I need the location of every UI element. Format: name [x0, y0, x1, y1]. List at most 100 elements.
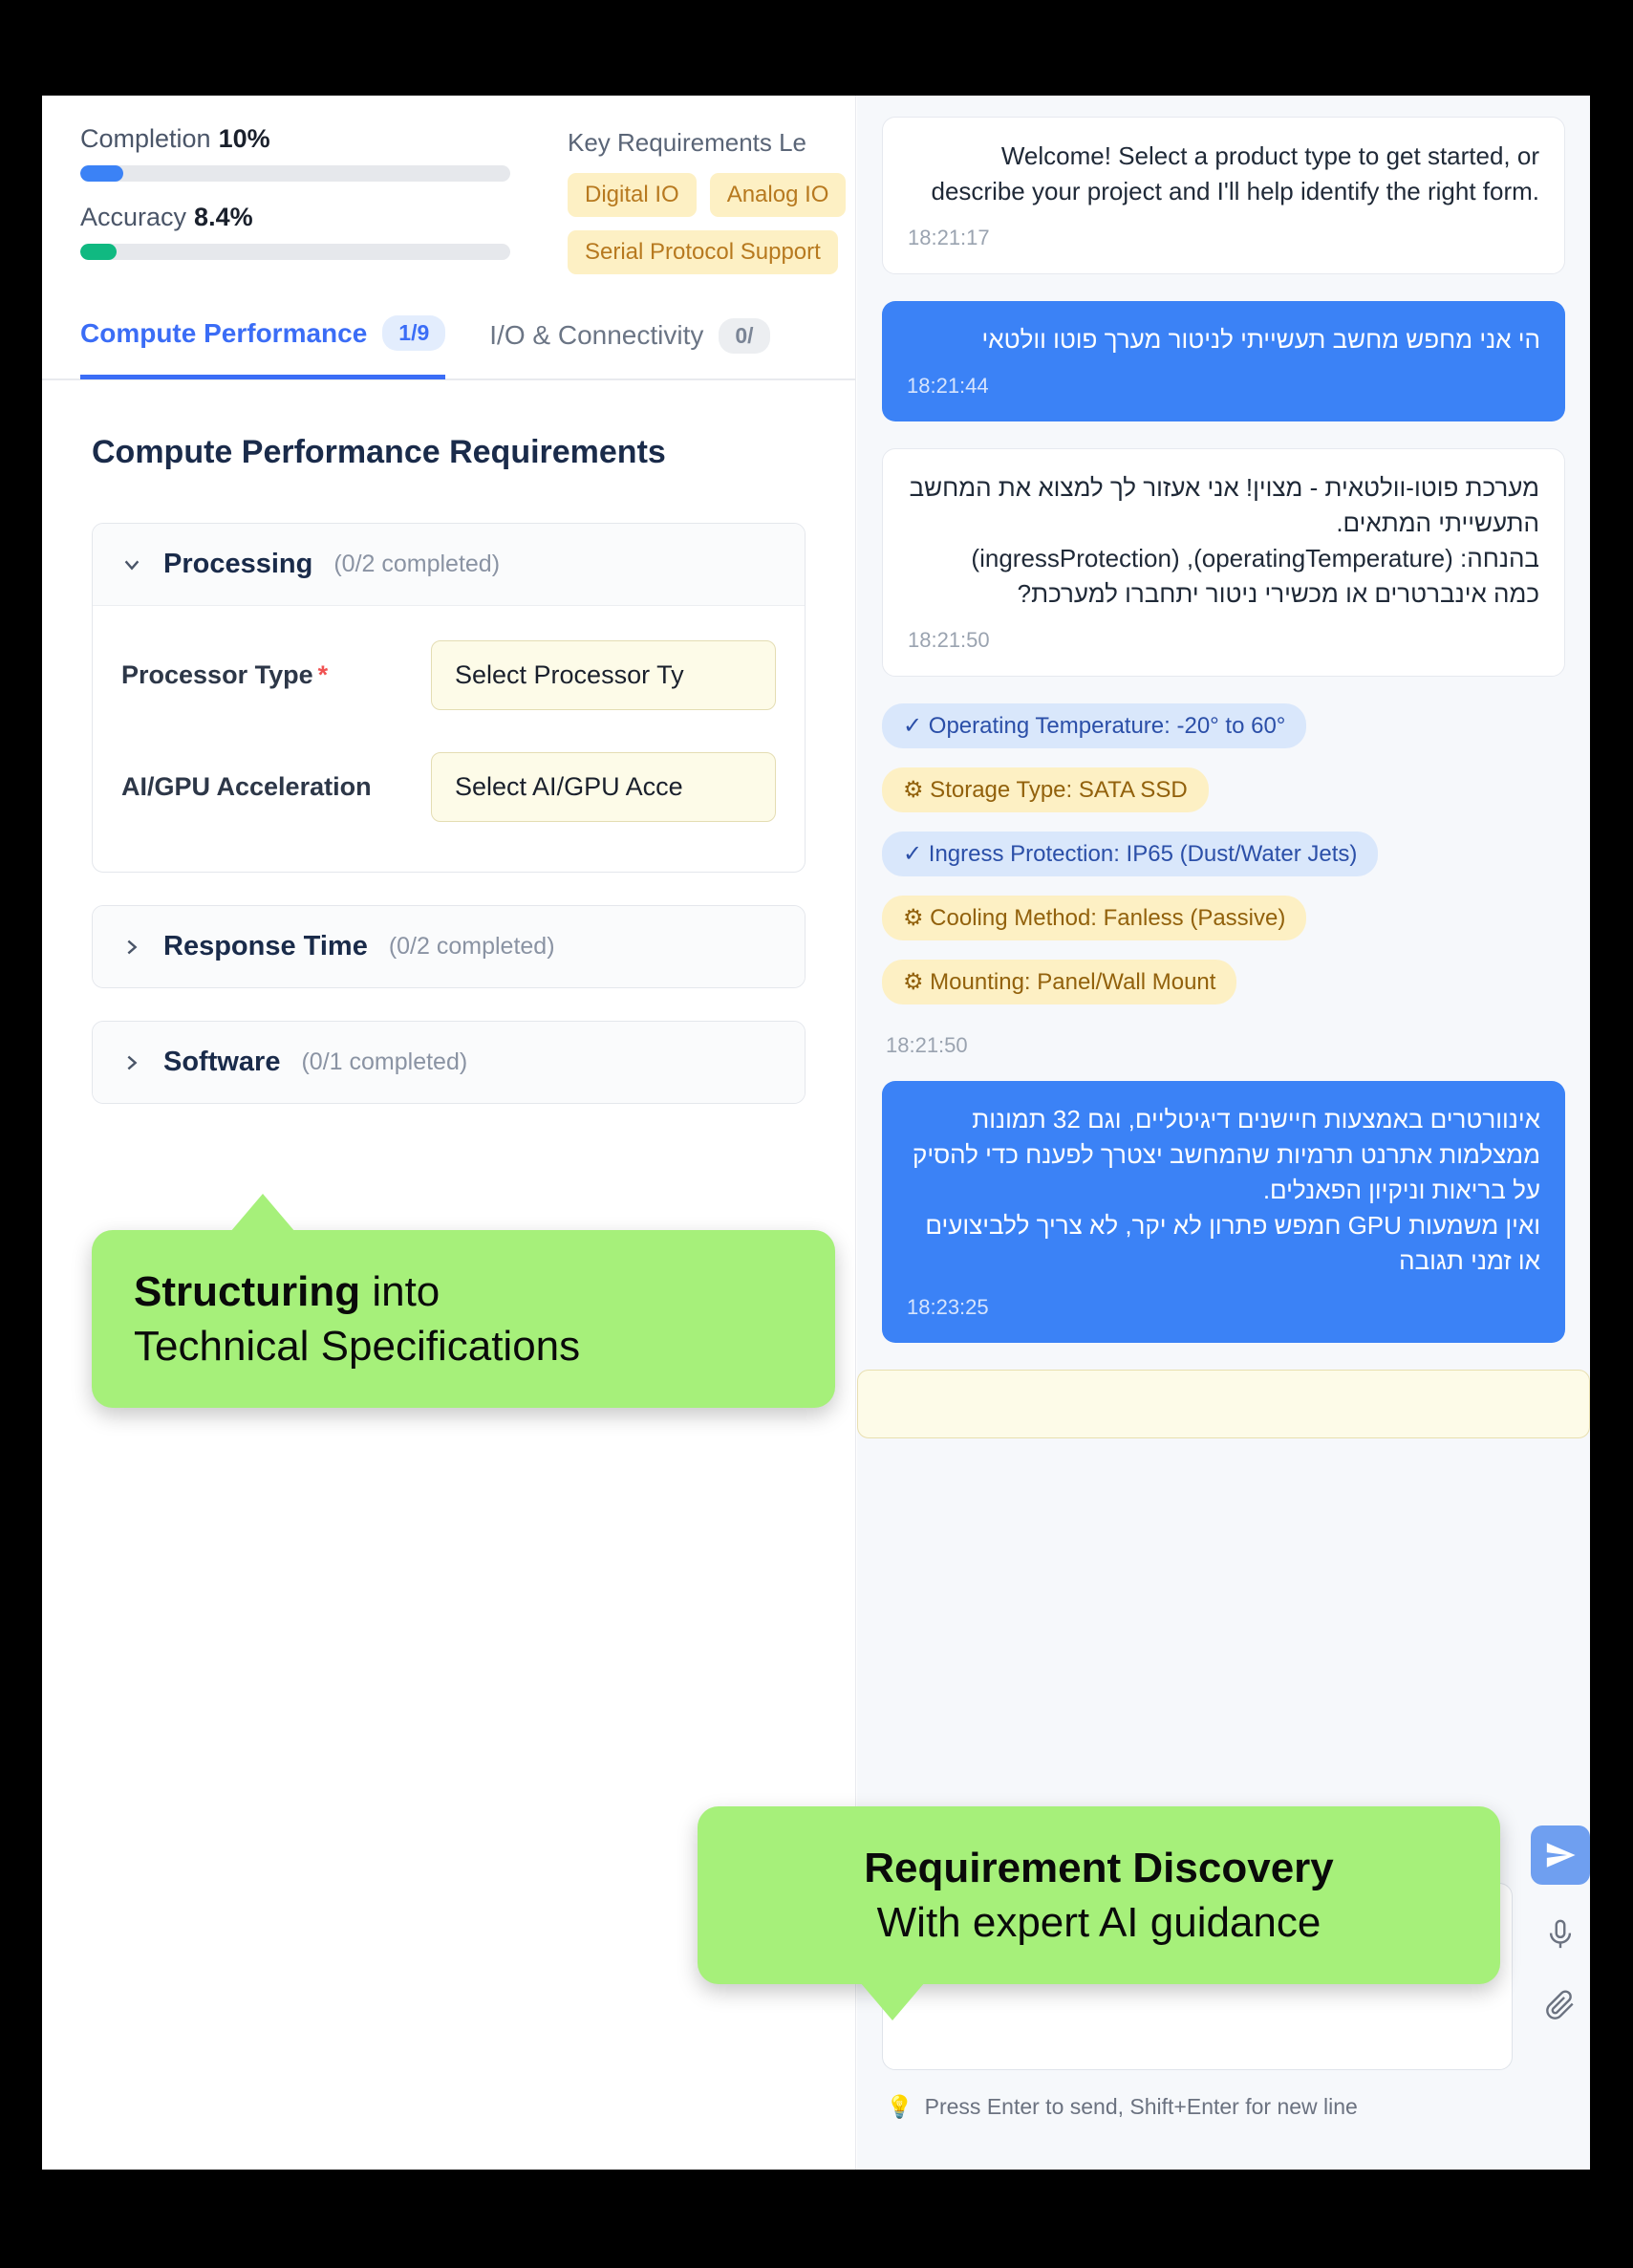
completion-label: Completion — [80, 124, 211, 153]
chat-message-user: הי אני מחפש מחשב תעשייתי לניטור מערך פוט… — [882, 301, 1565, 422]
message-text: מערכת פוטו-וולטאית - מצוין! אני אעזור לך… — [909, 473, 1539, 538]
chevron-right-icon — [121, 937, 142, 958]
key-requirement-chip[interactable]: Analog IO — [709, 173, 847, 217]
callout-structuring-line1: Structuring into — [134, 1264, 793, 1319]
requirement-section: Processing(0/2 completed)Processor Type*… — [92, 523, 806, 873]
extracted-requirement-chip[interactable]: ✓ Operating Temperature: -20° to 60° — [882, 703, 1307, 749]
accuracy-progress-fill — [80, 244, 117, 260]
tab-i-o-connectivity[interactable]: I/O & Connectivity 0/ — [489, 292, 770, 379]
category-tabs[interactable]: Compute Performance 1/9 I/O & Connectivity… — [42, 292, 855, 380]
key-requirement-chip[interactable]: Digital IO — [568, 173, 697, 217]
accuracy-value: 8.4% — [194, 203, 253, 231]
message-text: כמה אינברטרים או מכשירי ניטור יתחברו למע… — [1017, 578, 1539, 608]
required-asterisk: * — [317, 660, 329, 689]
extracted-requirement-chip[interactable]: ✓ Ingress Protection: IP65 (Dust/Water J… — [882, 832, 1379, 877]
callout-structuring-line2: Technical Specifications — [134, 1323, 581, 1371]
tab-label: I/O & Connectivity — [489, 320, 704, 350]
section-progress: (0/2 completed) — [333, 551, 501, 577]
section-name: Software — [163, 1047, 281, 1077]
composer-hint-text: Press Enter to send, Shift+Enter for new… — [924, 2094, 1358, 2119]
section-progress: (0/2 completed) — [388, 933, 555, 960]
section-header-processing[interactable]: Processing (0/2 completed) — [93, 524, 805, 606]
chevron-right-icon — [121, 1052, 142, 1073]
requirement-section: Response Time (0/2 completed) — [92, 905, 806, 988]
accuracy-progress-track — [80, 244, 510, 260]
completion-progress-track — [80, 165, 510, 182]
message-text: אינוורטרים באמצעות חיישנים דיגיטליים, וג… — [913, 1105, 1540, 1204]
section-name: Processing — [163, 549, 313, 579]
form-field-row: Processor Type*Select Processor Ty — [121, 619, 776, 731]
callout-structuring-bold: Structuring — [134, 1268, 361, 1315]
chat-message-user: אינוורטרים באמצעות חיישנים דיגיטליים, וג… — [882, 1081, 1565, 1343]
chat-message-ai: מערכת פוטו-וולטאית - מצוין! אני אעזור לך… — [882, 448, 1565, 678]
message-text: ואין משמעות GPU חמפש פתרון לא יקר, לא צר… — [925, 1210, 1540, 1275]
message-timestamp: 18:23:25 — [907, 1294, 989, 1319]
callout-structuring-rest: into — [360, 1268, 440, 1315]
section-name: Response Time — [163, 931, 368, 961]
tab-compute-performance[interactable]: Compute Performance 1/9 — [80, 292, 446, 379]
message-bubble: מערכת פוטו-וולטאית - מצוין! אני אעזור לך… — [882, 448, 1565, 678]
chevron-down-icon — [121, 554, 142, 575]
message-timestamp: 18:21:44 — [907, 373, 989, 398]
message-bubble: Welcome! Select a product type to get st… — [882, 117, 1565, 275]
section-header-response-time[interactable]: Response Time (0/2 completed) — [93, 906, 805, 987]
chat-message-list[interactable]: Welcome! Select a product type to get st… — [857, 96, 1590, 1343]
form-field-row: AI/GPU Acceleration Select AI/GPU Acce — [121, 731, 776, 843]
send-icon[interactable] — [1531, 1825, 1590, 1885]
extracted-requirement-row: ✓ Operating Temperature: -20° to 60° — [882, 703, 1565, 767]
accuracy-label: Accuracy — [80, 203, 187, 231]
section-header-software[interactable]: Software (0/1 completed) — [93, 1022, 805, 1103]
composer-actions — [1531, 1825, 1590, 2026]
key-requirements-block: Key Requirements Le Digital IO Analog IO S… — [568, 124, 847, 281]
extracted-requirement-row: ⚙ Cooling Method: Fanless (Passive) — [882, 896, 1565, 960]
tab-label: Compute Performance — [80, 317, 368, 348]
callout-structuring: Structuring into Technical Specification… — [92, 1194, 835, 1409]
message-text: בהנחה: (operatingTemperature), (ingressP… — [971, 544, 1539, 572]
extracted-requirement-chip[interactable]: ⚙ Mounting: Panel/Wall Mount — [882, 960, 1237, 1005]
tab-badge: 0/ — [719, 317, 770, 354]
message-timestamp: 18:21:50 — [908, 627, 990, 652]
key-requirements-title: Key Requirements Le — [568, 128, 807, 157]
extracted-requirement-row: ⚙ Mounting: Panel/Wall Mount — [882, 960, 1565, 1024]
message-timestamp: 18:21:17 — [908, 225, 990, 249]
chat-message-ai: Welcome! Select a product type to get st… — [882, 117, 1565, 275]
lightbulb-icon: 💡 — [886, 2094, 913, 2119]
callout-discovery-line1: Requirement Discovery — [864, 1845, 1334, 1891]
completion-value: 10% — [218, 124, 270, 153]
field-select-ai-gpu-acceleration[interactable]: Select AI/GPU Acce — [431, 752, 776, 822]
tab-badge: 1/9 — [382, 315, 446, 351]
callout-tail — [860, 1982, 925, 2021]
requirement-section: Software (0/1 completed) — [92, 1021, 806, 1104]
extracted-requirement-row: ⚙ Storage Type: SATA SSD — [882, 767, 1565, 832]
page-title: Compute Performance Requirements — [92, 434, 666, 470]
extracted-timestamp: 18:21:50 — [886, 1033, 968, 1058]
extracted-requirement-chip[interactable]: ⚙ Cooling Method: Fanless (Passive) — [882, 896, 1307, 941]
message-text: Welcome! Select a product type to get st… — [931, 141, 1539, 205]
extracted-requirement-row: ✓ Ingress Protection: IP65 (Dust/Water J… — [882, 832, 1565, 896]
paperclip-icon[interactable] — [1539, 1984, 1581, 2026]
message-text: הי אני מחפש מחשב תעשייתי לניטור מערך פוט… — [981, 325, 1540, 355]
callout-requirement-discovery: Requirement Discovery With expert AI gui… — [698, 1806, 1500, 2021]
section-progress: (0/1 completed) — [301, 1048, 468, 1075]
microphone-icon[interactable] — [1539, 1913, 1581, 1955]
callout-tail — [230, 1194, 295, 1232]
key-requirement-chip[interactable]: Serial Protocol Support — [568, 230, 838, 274]
composer-hint: 💡 Press Enter to send, Shift+Enter for n… — [886, 2094, 1358, 2120]
field-label: AI/GPU Acceleration — [121, 772, 372, 801]
requirement-sections: Processing(0/2 completed)Processor Type*… — [42, 471, 855, 1104]
extracted-requirement-chip[interactable]: ⚙ Storage Type: SATA SSD — [882, 767, 1209, 813]
field-select-processor-type[interactable]: Select Processor Ty — [431, 640, 776, 710]
message-bubble: הי אני מחפש מחשב תעשייתי לניטור מערך פוט… — [882, 301, 1565, 422]
message-bubble: אינוורטרים באמצעות חיישנים דיגיטליים, וג… — [882, 1081, 1565, 1343]
pending-suggestion-card[interactable] — [857, 1369, 1590, 1438]
